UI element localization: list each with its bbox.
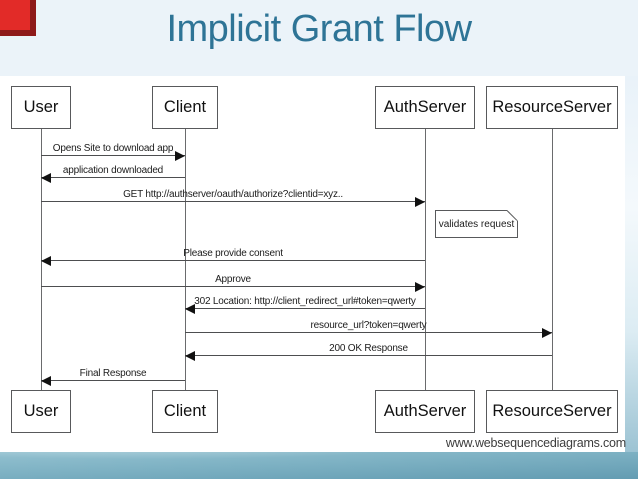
message-302-redirect: 302 Location: http://client_redirect_url… — [185, 294, 425, 314]
message-label: Please provide consent — [183, 248, 283, 259]
note-validates-request: validates request — [435, 210, 518, 238]
message-opens-site: Opens Site to download app — [41, 141, 185, 161]
arrow-right-icon — [185, 327, 552, 338]
arrow-left-icon — [41, 255, 425, 266]
message-final-response: Final Response — [41, 366, 185, 386]
actor-label: AuthServer — [383, 402, 467, 420]
message-200-ok: 200 OK Response — [185, 341, 552, 361]
message-application-downloaded: application downloaded — [41, 163, 185, 183]
message-label: Approve — [215, 274, 251, 285]
slide-title: Implicit Grant Flow — [166, 8, 472, 50]
lifeline-resourceserver — [552, 129, 553, 390]
actor-box-authserver-top: AuthServer — [375, 86, 475, 129]
actor-label: Client — [163, 402, 207, 420]
arrow-right-icon — [41, 281, 425, 292]
message-label: Opens Site to download app — [52, 143, 174, 154]
note-label: validates request — [438, 218, 515, 230]
message-label: 200 OK Response — [329, 343, 408, 354]
actor-label: AuthServer — [383, 98, 467, 116]
message-provide-consent: Please provide consent — [41, 246, 425, 266]
actor-box-client-bottom: Client — [152, 390, 218, 433]
actor-box-resourceserver-top: ResourceServer — [486, 86, 618, 129]
message-resource-url: resource_url?token=qwerty — [185, 318, 552, 338]
actor-label: ResourceServer — [492, 98, 612, 116]
actor-box-authserver-bottom: AuthServer — [375, 390, 475, 433]
red-corner-marker — [0, 0, 36, 36]
actor-box-user-bottom: User — [11, 390, 71, 433]
actor-label: User — [23, 402, 59, 420]
message-label: GET http://authserver/oauth/authorize?cl… — [123, 189, 343, 200]
actor-label: ResourceServer — [492, 402, 612, 420]
message-approve: Approve — [41, 272, 425, 292]
watermark-url: www.websequencediagrams.com — [445, 436, 626, 450]
footer-wave-bar — [0, 452, 638, 479]
message-label: Final Response — [79, 368, 147, 379]
actor-label: User — [23, 98, 59, 116]
arrow-left-icon — [185, 350, 552, 361]
actor-box-resourceserver-bottom: ResourceServer — [486, 390, 618, 433]
actor-box-client-top: Client — [152, 86, 218, 129]
arrow-left-icon — [41, 375, 185, 386]
message-label: application downloaded — [62, 165, 164, 176]
arrow-left-icon — [185, 303, 425, 314]
arrow-right-icon — [41, 150, 185, 161]
right-edge-strip — [625, 76, 638, 452]
message-label: 302 Location: http://client_redirect_url… — [194, 296, 416, 307]
lifeline-authserver — [425, 129, 426, 390]
message-label: resource_url?token=qwerty — [310, 320, 427, 331]
actor-label: Client — [163, 98, 207, 116]
lifeline-client — [185, 129, 186, 390]
message-get-authorize: GET http://authserver/oauth/authorize?cl… — [41, 187, 425, 207]
arrow-left-icon — [41, 172, 185, 183]
arrow-right-icon — [41, 196, 425, 207]
actor-box-user-top: User — [11, 86, 71, 129]
header-band — [0, 0, 638, 76]
